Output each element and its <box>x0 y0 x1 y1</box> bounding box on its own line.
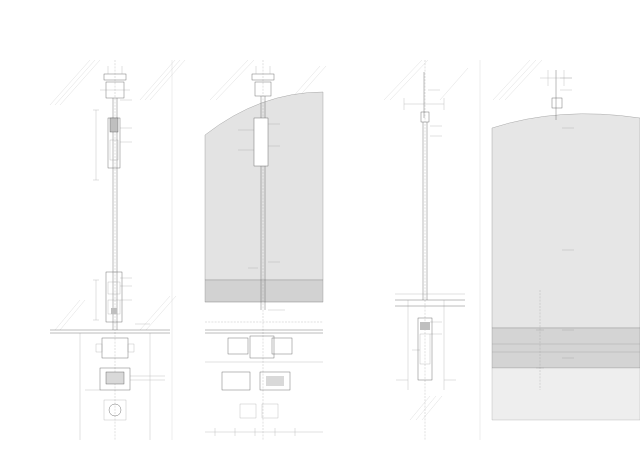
panel-c-top-fitting <box>403 72 445 123</box>
panel-d-hatch-top <box>492 59 543 101</box>
panel-a <box>49 59 186 440</box>
panel-a-callouts <box>120 99 150 325</box>
panel-b <box>204 59 327 440</box>
panel-b-arch <box>204 91 324 281</box>
panel-d-lower <box>491 367 640 421</box>
panel-d-callouts <box>560 77 574 359</box>
panel-a-column <box>112 60 118 440</box>
panel-a-floor <box>50 329 170 440</box>
panel-d-band <box>491 327 640 369</box>
panel-a-hatch-bottom-left <box>54 299 86 331</box>
panel-c-base <box>396 317 456 381</box>
panel-a-dimension-left <box>93 109 99 321</box>
panel-a-mechanism <box>85 337 165 421</box>
panel-b-band <box>204 279 324 303</box>
panel-c <box>383 59 469 440</box>
panel-d-axis <box>536 290 544 390</box>
panel-a-lower-connector <box>105 271 123 323</box>
panel-c-glass <box>422 60 428 440</box>
panel-c-floor <box>395 293 465 390</box>
panel-d-top-fitting <box>540 70 572 120</box>
panel-d-arch <box>491 113 640 329</box>
panel-b-floor <box>205 321 323 334</box>
panel-a-hatch-top-right <box>139 59 186 101</box>
panel-a-hatch-bottom-right <box>139 295 177 331</box>
panel-a-hatch-top-left <box>49 59 101 106</box>
panel-b-callouts <box>248 123 285 311</box>
panel-a-upper-connector <box>107 117 121 169</box>
panel-c-hatch-top <box>383 59 469 101</box>
panel-b-connector <box>238 117 269 167</box>
panel-c-hatch-bottom <box>409 395 443 421</box>
panel-d <box>491 59 640 421</box>
panel-b-mechanism <box>205 335 323 436</box>
